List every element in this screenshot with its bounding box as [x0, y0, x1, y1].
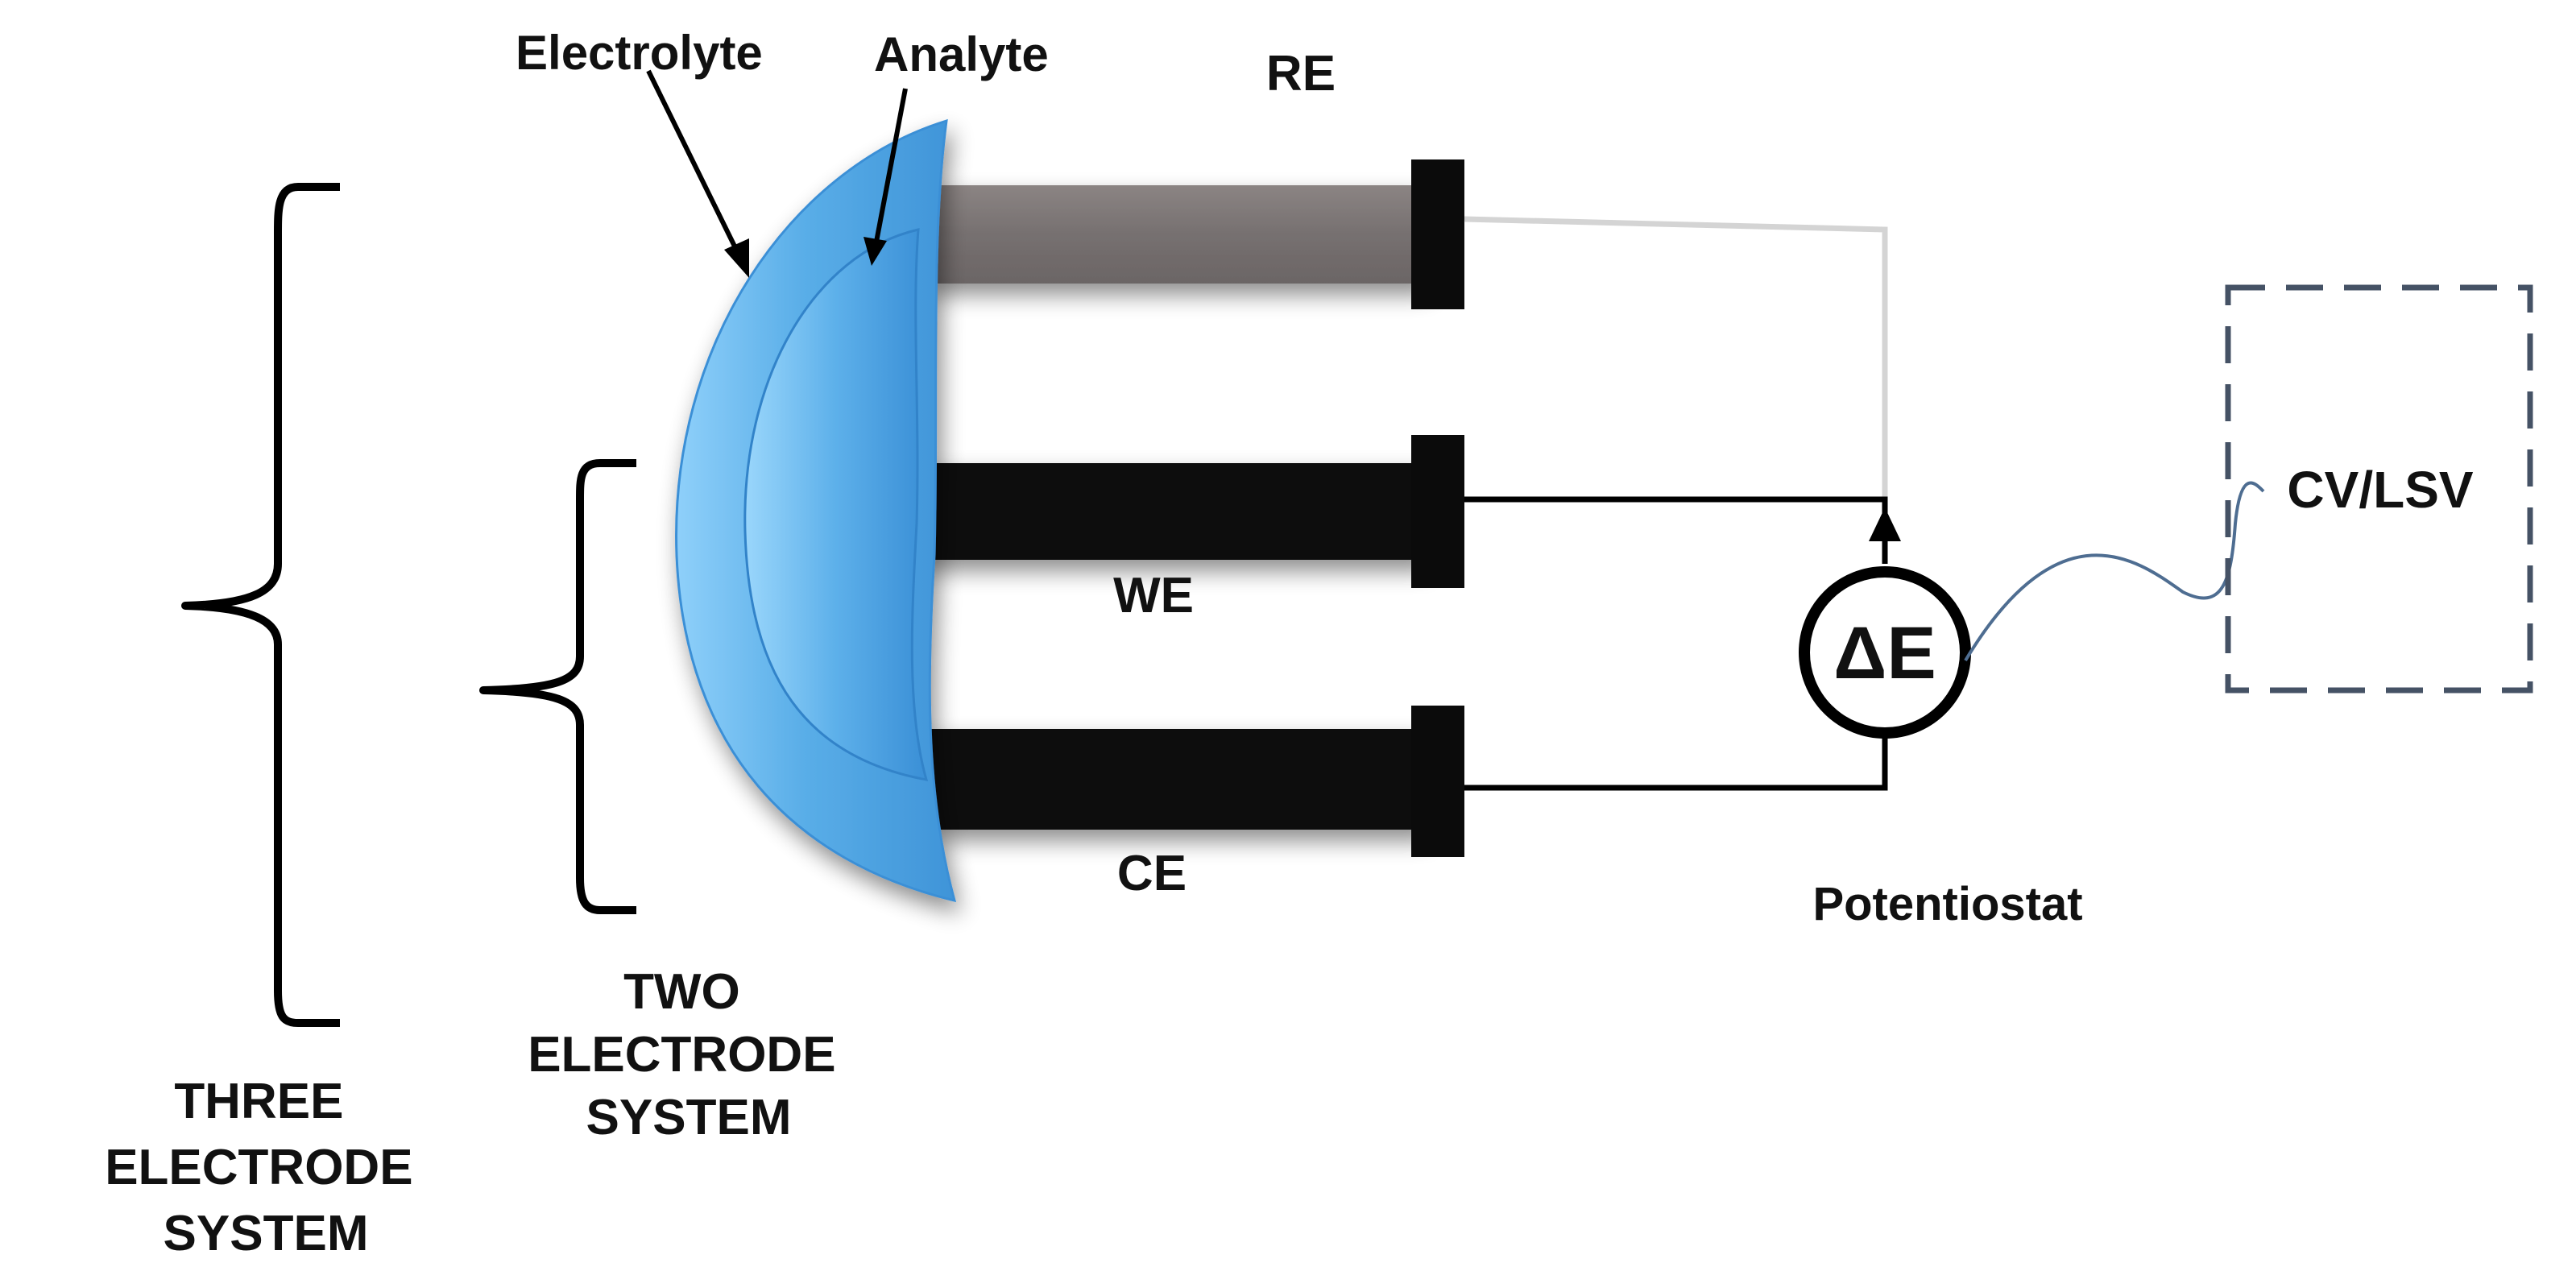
- signal-wire: [1964, 481, 2265, 662]
- electrolyte-label: Electrolyte: [516, 26, 763, 80]
- two-electrode-line-2: ELECTRODE: [528, 1027, 835, 1083]
- working-electrode-cap: [1411, 435, 1464, 588]
- two-electrode-line-1: TWO: [623, 964, 740, 1020]
- analyte-label: Analyte: [874, 27, 1049, 81]
- three-electrode-brace: [181, 183, 340, 1027]
- counter-electrode-label: CE: [1117, 846, 1187, 901]
- working-electrode-rod: [910, 463, 1426, 560]
- three-electrode-line-1: THREE: [174, 1074, 343, 1129]
- reference-electrode-label: RE: [1266, 46, 1336, 101]
- delta-e-label: ΔE: [1833, 612, 1936, 694]
- reference-electrode-cap: [1411, 159, 1464, 309]
- working-wire: [1464, 496, 1888, 564]
- cv-lsv-box: [2225, 284, 2533, 694]
- counter-electrode-rod: [914, 729, 1426, 830]
- working-electrode-label: WE: [1113, 568, 1194, 623]
- counter-electrode-cap: [1411, 706, 1464, 857]
- potentiostat-label: Potentiostat: [1812, 878, 2082, 930]
- reference-wire: [1464, 216, 1888, 499]
- three-electrode-line-2: ELECTRODE: [105, 1140, 412, 1195]
- analyte-shape: [743, 228, 929, 781]
- electrolyte-arrow: [646, 69, 742, 258]
- counter-wire: [1464, 737, 1888, 791]
- electrolyte-arrowhead: [724, 238, 749, 278]
- analyte-arrow: [874, 88, 908, 242]
- cv-lsv-label: CV/LSV: [2287, 461, 2473, 519]
- reference-electrode-rod: [926, 185, 1426, 284]
- three-electrode-system-label: THREE ELECTRODE SYSTEM: [105, 1074, 427, 1261]
- two-electrode-system-label: TWO ELECTRODE SYSTEM: [528, 964, 850, 1145]
- analyte-arrowhead: [863, 237, 887, 266]
- two-electrode-brace: [479, 459, 636, 914]
- potentiostat-meter: [1799, 566, 1971, 739]
- two-electrode-line-3: SYSTEM: [586, 1090, 792, 1145]
- working-wire-arrowhead: [1869, 507, 1901, 541]
- three-electrode-line-3: SYSTEM: [164, 1206, 369, 1261]
